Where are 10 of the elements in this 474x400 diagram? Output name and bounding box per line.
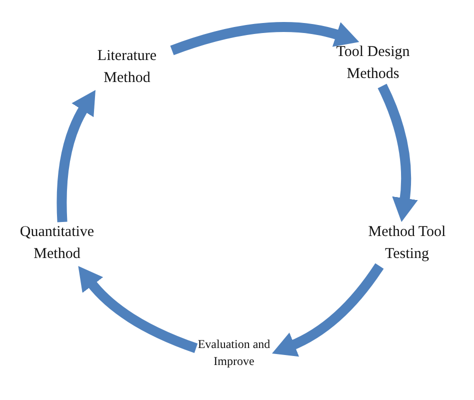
step-label: Evaluation and Improve (196, 336, 272, 370)
curved-arrow (378, 84, 418, 222)
curved-arrow (78, 266, 198, 353)
curved-arrow (56, 90, 95, 222)
step-label: Tool Design Methods (335, 43, 411, 84)
curved-arrow (170, 22, 360, 56)
step-label: Method Tool Testing (367, 223, 447, 264)
step-label: Literature Method (96, 47, 158, 88)
curved-arrow (272, 263, 384, 356)
step-label: Quantitative Method (18, 223, 96, 264)
